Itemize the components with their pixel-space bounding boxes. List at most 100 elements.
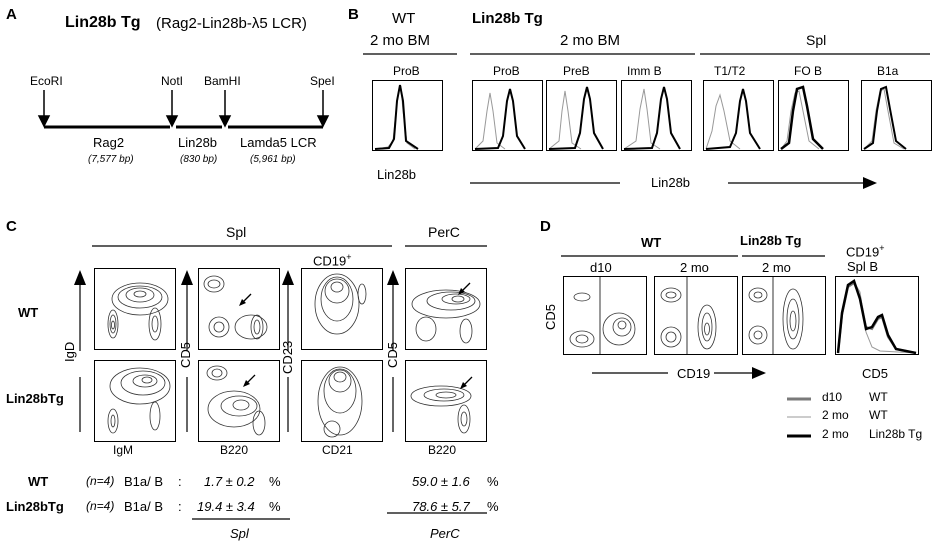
stats-group: Lin28bTg [6,499,64,514]
panel-d-ylabel: CD5 [543,303,558,330]
contour-tg-perc-b220-cd5 [405,360,487,442]
panel-c-footer-spl: Spl [230,526,249,541]
stats-spl-value: 1.7 ± 0.2 [204,474,255,489]
legend-group: WT [869,408,888,422]
hist-wt-prob [372,80,443,151]
panel-b-bm-tg: 2 mo BM [560,32,621,49]
hist-tg-t1t2 [703,80,774,151]
stats-perc-value: 78.6 ± 5.7 [412,499,470,514]
panel-c-spl: Spl [226,224,247,240]
hist-cd5-overlay [835,276,919,355]
panel-d-xlabel: CD19 [677,366,711,381]
stats-colon: : [178,499,182,514]
stats-n: (n=4) [86,474,115,488]
legend-swatch [787,397,811,401]
stats-spl-unit: % [269,499,281,514]
hist-tg-immb [621,80,692,151]
panel-d-letter: D [540,218,551,235]
panel-d-time-2mo-wt: 2 mo [680,260,709,275]
panel-c-xlabel-igm: IgM [113,443,134,457]
legend-time: 2 mo [822,408,849,422]
site-noti: NotI [161,74,184,88]
segment-rag2: Rag2 [93,135,125,150]
legend-time: 2 mo [822,427,849,441]
contour-wt-igm-igd [94,268,176,350]
panel-a-title: Lin28b Tg [65,14,141,31]
contour-tg-cd21-cd23 [301,360,383,442]
stats-group: WT [28,474,49,489]
panel-b-xlabel-wt: Lin28b [377,167,417,182]
panel-c-footer-perc: PerC [430,526,460,541]
contour-2mo-wt [654,276,738,355]
hist-title-tg-b1a: B1a [877,64,899,78]
segment-lin28b: Lin28b [178,135,218,150]
stats-ratio: B1a/ B [124,499,164,514]
panel-b-spl: Spl [806,32,827,48]
panel-d-wt: WT [641,235,662,250]
stats-perc-unit: % [487,499,499,514]
contour-tg-igm-igd [94,360,176,442]
stats-n: (n=4) [86,499,115,513]
segment-lin28b-size: (830 bp) [180,154,218,165]
contour-tg-b220-cd5 [198,360,280,442]
hist-title-tg-fob: FO B [794,64,823,78]
contour-d10-wt [563,276,647,355]
segment-rag2-size: (7,577 bp) [88,154,134,165]
site-spei: SpeI [310,74,335,88]
legend-group: WT [869,390,888,404]
hist-tg-prob [472,80,543,151]
panel-c-xlabel-b220-perc: B220 [428,443,457,457]
panel-d-tg: Lin28b Tg [740,233,802,248]
legend-time: d10 [822,390,843,404]
panel-d-spl-b: Spl B [847,259,879,274]
legend-swatch [787,416,811,418]
panel-d-cd19: CD19+ [846,243,885,260]
panel-d-time-2mo-tg: 2 mo [762,260,791,275]
panel-d-time-d10: d10 [590,260,612,275]
panel-b-wt-title: WT [392,10,416,27]
stats-perc-unit: % [487,474,499,489]
site-ecori: EcoRI [30,74,63,88]
hist-title-tg-immb: Imm B [627,64,662,78]
segment-lamda5: Lamda5 LCR [240,135,317,150]
hist-tg-fob [778,80,849,151]
stats-ratio: B1a/ B [124,474,164,489]
stats-spl-unit: % [269,474,281,489]
panel-c-row-wt: WT [18,305,39,320]
legend-group: Lin28b Tg [869,427,923,441]
hist-title-tg-prob: ProB [493,64,520,78]
panel-c-xlabel-cd21: CD21 [322,443,353,457]
panel-b-tg-title: Lin28b Tg [472,10,543,27]
contour-wt-b220-cd5 [198,268,280,350]
panel-c-letter: C [6,218,17,235]
hist-tg-preb [546,80,617,151]
segment-lamda5-size: (5,961 bp) [250,154,296,165]
contour-wt-cd21-cd23 [301,268,383,350]
stats-spl-value: 19.4 ± 3.4 [197,499,255,514]
hist-tg-b1a [861,80,932,151]
panel-b-xlabel-tg: Lin28b [651,175,691,190]
hist-title-tg-preb: PreB [563,64,590,78]
panel-c-cd19: CD19+ [313,252,352,269]
hist-title-tg-t1t2: T1/T2 [714,64,746,78]
hist-title-wt-prob: ProB [393,64,420,78]
panel-b-bm-wt: 2 mo BM [370,32,431,49]
site-bamhi: BamHI [204,74,241,88]
contour-wt-perc-b220-cd5 [405,268,487,350]
panel-a-letter: A [6,6,17,23]
contour-2mo-tg [742,276,826,355]
panel-c-perc: PerC [428,224,460,240]
panel-d-hist-xlabel: CD5 [862,366,889,381]
panel-a-subtitle: (Rag2-Lin28b-λ5 LCR) [156,15,307,32]
panel-b-letter: B [348,6,359,23]
panel-c-xlabel-b220: B220 [220,443,249,457]
stats-colon: : [178,474,182,489]
stats-perc-value: 59.0 ± 1.6 [412,474,470,489]
panel-c-row-tg: Lin28bTg [6,391,64,406]
legend-swatch [787,434,811,438]
